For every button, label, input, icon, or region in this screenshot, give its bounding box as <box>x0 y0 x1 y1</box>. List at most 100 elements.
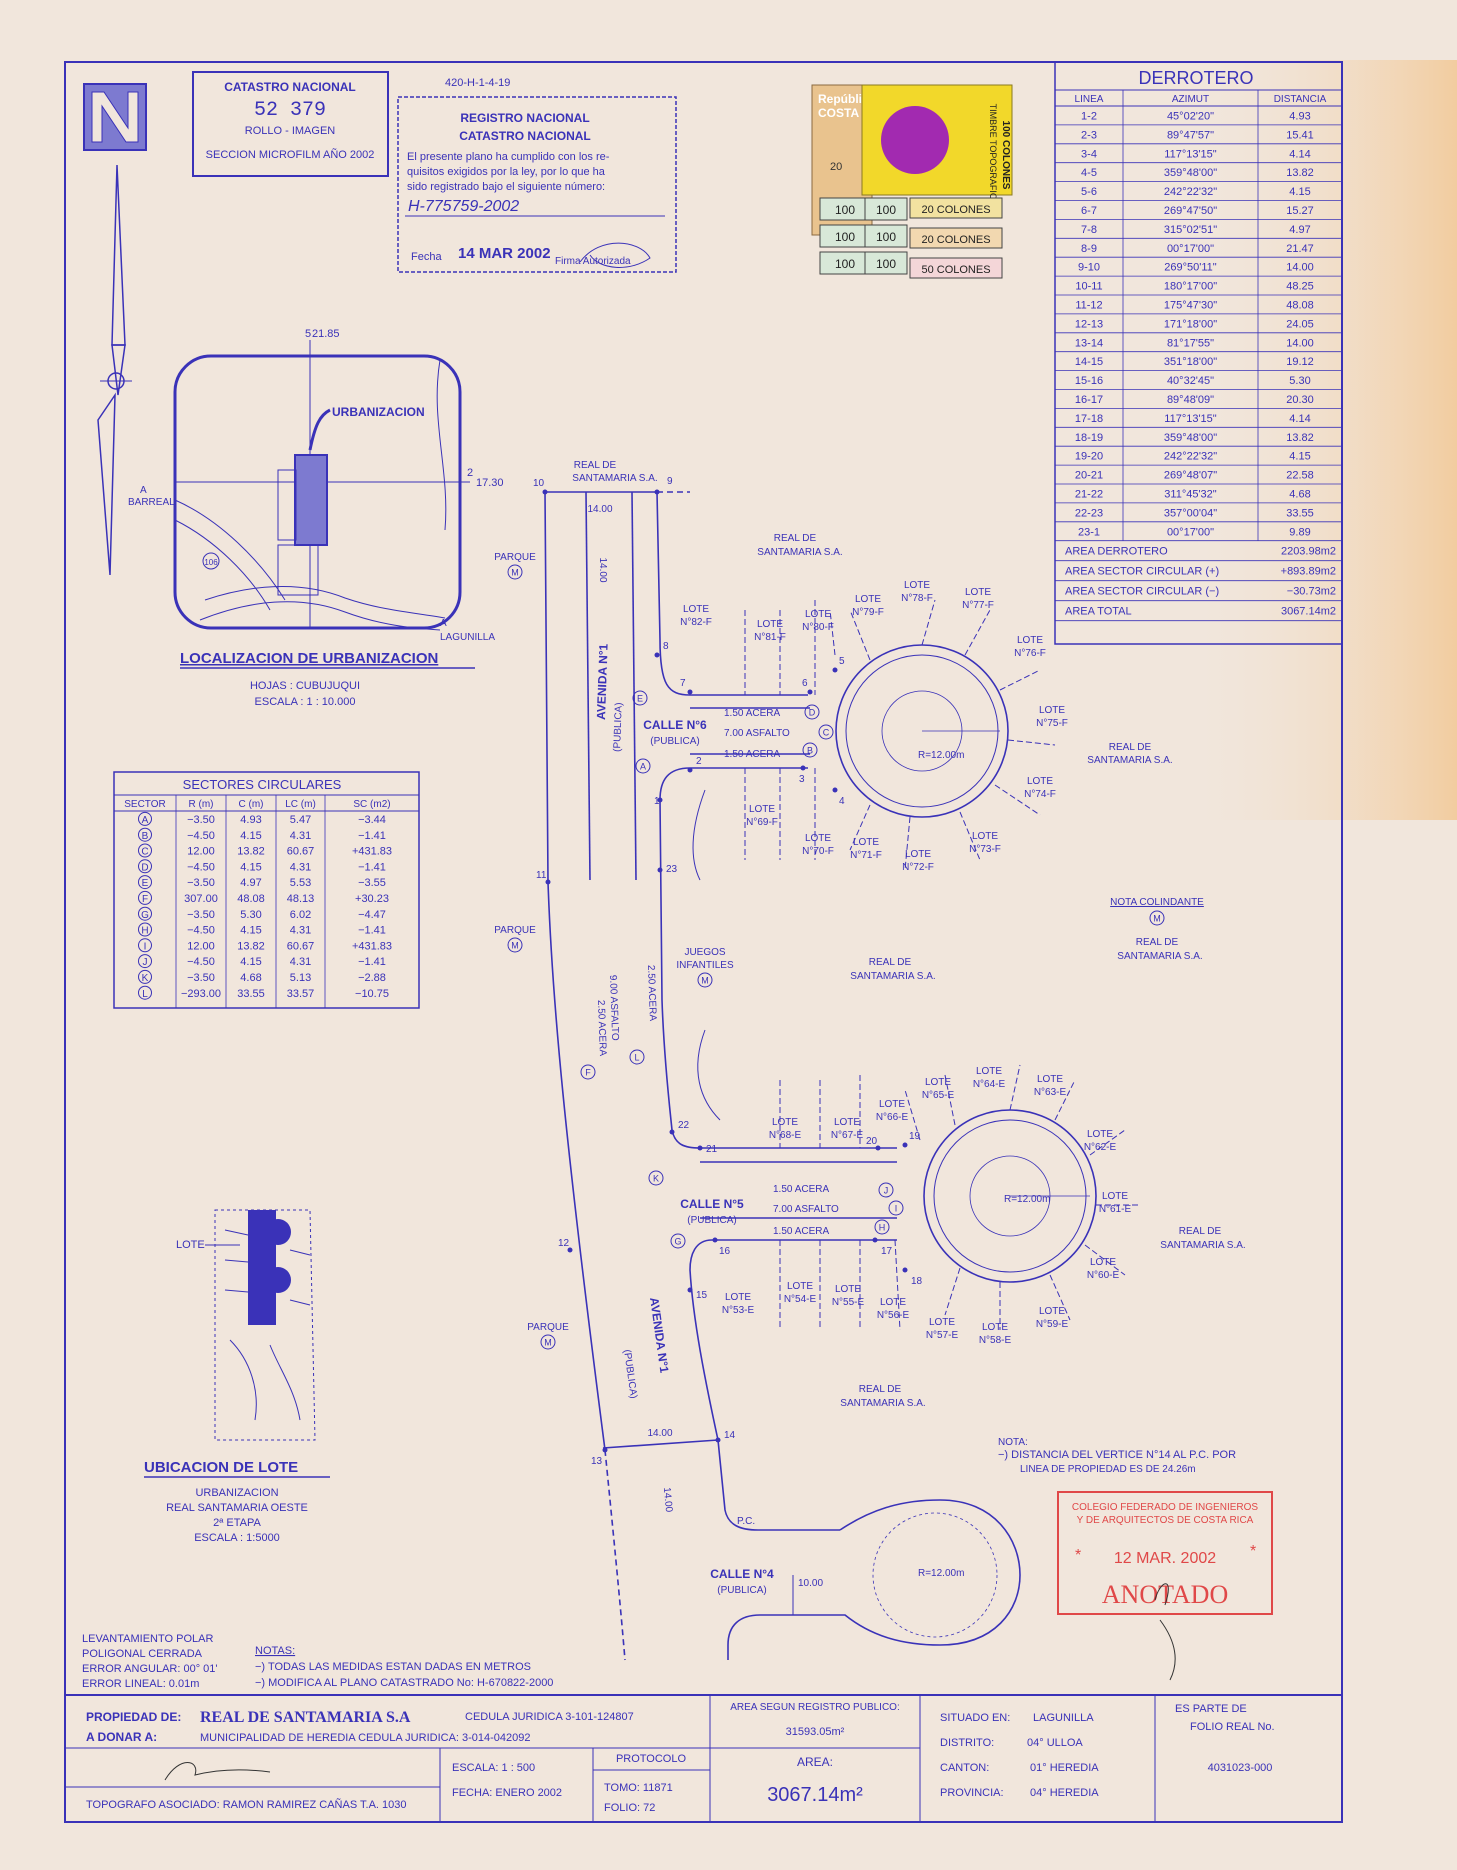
sectores-cell: 6.02 <box>290 909 311 921</box>
donar-label: A DONAR A: <box>86 1730 157 1744</box>
vertex-label: 9 <box>667 476 673 487</box>
lot-id: N°71-F <box>850 850 882 861</box>
sectores-cell: 5.53 <box>290 877 311 889</box>
sectores-cell: 4.31 <box>290 925 311 937</box>
vertex-point <box>807 689 813 695</box>
sectores-cell: 60.67 <box>287 846 315 858</box>
sectores-cell: −3.50 <box>187 909 215 921</box>
loc-a1: A <box>140 485 147 496</box>
derrotero-cell: 81°17'55" <box>1167 337 1214 349</box>
calle4-publica: (PUBLICA) <box>717 1585 766 1596</box>
lot-word: LOTE <box>805 609 831 620</box>
derrotero-cell: 13.82 <box>1286 167 1314 179</box>
vertex-label: 23 <box>666 864 678 875</box>
signature-scribble <box>579 242 651 268</box>
width-14-bottom-vert: 14.00 <box>661 1487 674 1513</box>
derrotero-cell: 00°17'00" <box>1167 526 1214 538</box>
area-reg: 31593.05m² <box>786 1726 845 1738</box>
derrotero-title: DERROTERO <box>1138 68 1253 88</box>
sector-marker-label: D <box>809 708 816 718</box>
sectores-cell: 33.57 <box>287 988 315 1000</box>
sectores-cell: 4.31 <box>290 861 311 873</box>
sector-marker <box>670 1233 686 1249</box>
vertex-point <box>602 1447 608 1453</box>
sectores-cell: +431.83 <box>352 940 392 952</box>
derrotero-cell: 20-21 <box>1075 470 1103 482</box>
registry-stamp: 420-H-1-4-19 REGISTRO NACIONAL CATASTRO … <box>397 77 677 273</box>
microfilm-section: SECCION MICROFILM AÑO 2002 <box>206 148 375 161</box>
plan-drawing <box>544 491 1140 1661</box>
lev-3: ERROR ANGULAR: 00° 01' <box>82 1663 218 1675</box>
avenida-label-bottom: AVENIDA N°1 <box>647 1296 672 1374</box>
derrotero-cell: 4.15 <box>1289 186 1310 198</box>
north-symbol <box>83 83 147 576</box>
lot-word: LOTE <box>683 604 709 615</box>
ubicacion-l2: REAL SANTAMARIA OESTE <box>166 1502 308 1514</box>
lot-word: LOTE <box>787 1281 813 1292</box>
sectores-cell: 12.00 <box>187 846 215 858</box>
colegio-stamp: COLEGIO FEDERADO DE INGENIEROS Y DE ARQU… <box>1057 1491 1273 1681</box>
cul-de-sac-4 <box>727 1499 1021 1660</box>
vertex-label: 3 <box>799 774 805 785</box>
real-top-1: REAL DE <box>574 460 617 471</box>
avenida-label-top: AVENIDA N°1 <box>594 643 611 720</box>
vertex-point <box>687 767 693 773</box>
municipal-marker <box>507 937 523 953</box>
derrotero-cell: 171°18'00" <box>1164 318 1217 330</box>
derrotero-cell: 14.00 <box>1286 337 1314 349</box>
nota-line-1: −) DISTANCIA DEL VERTICE N°14 AL P.C. PO… <box>998 1449 1236 1461</box>
lot-word: LOTE <box>982 1322 1008 1333</box>
calle6-publica: (PUBLICA) <box>650 736 699 747</box>
lot-id: N°63-E <box>1034 1087 1067 1098</box>
nota-colindante: NOTA COLINDANTE <box>1110 897 1204 908</box>
stamp-20-colones-a: 20 COLONES <box>921 204 990 216</box>
sectores-cell: F <box>142 894 148 905</box>
lot-word: LOTE <box>1090 1257 1116 1268</box>
loc-barreal: BARREAL <box>128 497 175 508</box>
derrotero-cell: 23-1 <box>1078 526 1100 538</box>
vertex-label: 1 <box>654 796 660 807</box>
derrotero-cell: 00°17'00" <box>1167 243 1214 255</box>
sectores-cell: 60.67 <box>287 940 315 952</box>
prop-value: REAL DE SANTAMARIA S.A <box>200 1709 411 1726</box>
sectores-cell: −3.50 <box>187 877 215 889</box>
vertex-label: 16 <box>719 1246 731 1257</box>
nota-line-2: LINEA DE PROPIEDAD ES DE 24.26m <box>1020 1464 1196 1475</box>
infantiles: INFANTILES <box>676 960 734 971</box>
vertex-label: 11 <box>536 870 547 881</box>
lot-word: LOTE <box>835 1284 861 1295</box>
derrotero-cell: 19.12 <box>1286 356 1314 368</box>
derrotero-cell: 16-17 <box>1075 394 1103 406</box>
vertex-label: 22 <box>678 1120 690 1131</box>
derrotero-total-label: AREA DERROTERO <box>1065 546 1168 558</box>
municipal-marker-label: M <box>511 568 519 578</box>
asfalto-vert: 9.00 ASFALTO <box>607 975 620 1041</box>
ubicacion-title: UBICACION DE LOTE <box>144 1459 298 1476</box>
derrotero-cell: 45°02'20" <box>1167 111 1214 123</box>
registry-text-3: sido registrado bajo el siguiente número… <box>407 181 605 193</box>
real-colindante-1: REAL DE <box>1136 937 1179 948</box>
loc-coord-right-n: 2 <box>467 467 473 479</box>
stamp-100-e: 100 <box>835 257 855 271</box>
stamp-20-colones-b: 20 COLONES <box>921 234 990 246</box>
derrotero-cell: 24.05 <box>1286 318 1314 330</box>
donar-value: MUNICIPALIDAD DE HEREDIA CEDULA JURIDICA… <box>200 1732 531 1744</box>
derrotero-cell: 22.58 <box>1286 470 1314 482</box>
derrotero-total-value: −30.73m2 <box>1287 586 1336 598</box>
vertex-label: 13 <box>591 1456 603 1467</box>
width-14-bottom: 14.00 <box>647 1428 672 1439</box>
sectores-header: R (m) <box>189 799 214 810</box>
derrotero-total-value: +893.89m2 <box>1281 566 1336 578</box>
parque-1: PARQUE <box>494 552 536 563</box>
vertex-label: 15 <box>696 1290 708 1301</box>
sector-marker <box>874 1219 890 1235</box>
registry-number: H-775759-2002 <box>408 198 519 215</box>
real-c5-right-2: SANTAMARIA S.A. <box>1160 1240 1245 1251</box>
vertex-label: 4 <box>839 796 845 807</box>
situado-label: SITUADO EN: <box>940 1712 1010 1724</box>
vertex-point <box>687 689 693 695</box>
derrotero-cell: 40°32'45" <box>1167 375 1214 387</box>
municipal-marker-label: M <box>544 1338 552 1348</box>
sector-marker-label: K <box>653 1174 659 1184</box>
lot-id: N°58-E <box>979 1335 1012 1346</box>
